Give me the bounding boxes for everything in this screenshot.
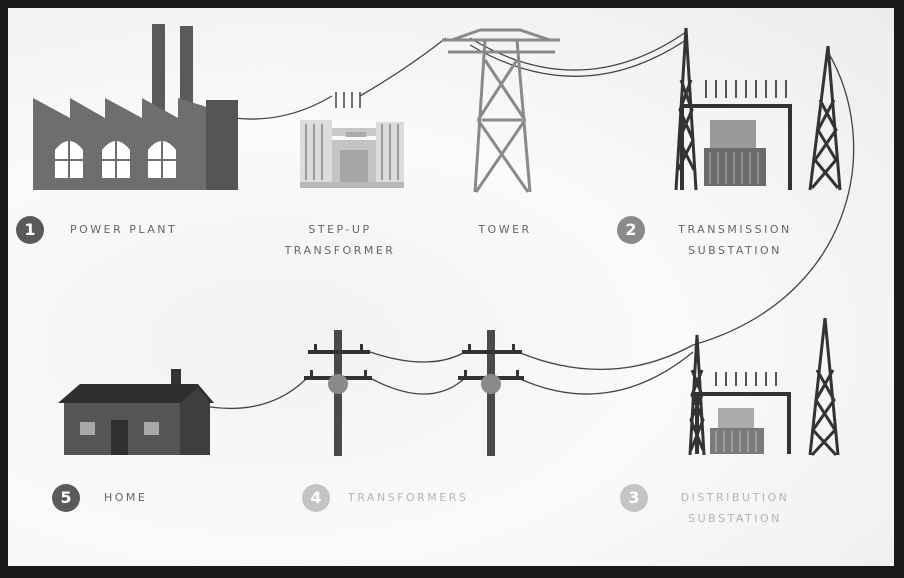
transmission-label-line2: SUBSTATION — [688, 244, 782, 257]
wire-pole-to-pole-b — [369, 377, 466, 395]
distribution-substation-label: DISTRIBUTION SUBSTATION — [665, 487, 805, 529]
home-label: HOME — [104, 491, 148, 504]
step-1-badge: 1 — [16, 216, 44, 244]
step-up-label-line2: TRANSFORMER — [284, 244, 396, 257]
distribution-label-line1: DISTRIBUTION — [680, 491, 790, 504]
power-plant-icon — [33, 24, 238, 190]
step-3-badge: 3 — [620, 484, 648, 512]
wire-plant-to-stepup — [233, 95, 333, 120]
transmission-substation-label: TRANSMISSION SUBSTATION — [662, 219, 808, 261]
step-2-badge: 2 — [617, 216, 645, 244]
wire-pole-to-pole-a — [369, 351, 466, 363]
step-up-label-line1: STEP-UP — [308, 223, 372, 236]
utility-pole-right-icon — [458, 330, 524, 456]
distribution-substation-icon — [688, 317, 840, 457]
utility-pole-left-icon — [304, 330, 372, 456]
wire-tower-to-substation-b — [469, 39, 687, 77]
distribution-label-line2: SUBSTATION — [688, 512, 782, 525]
step-4-badge: 4 — [302, 484, 330, 512]
transmission-tower-icon — [442, 28, 560, 193]
step-up-transformer-label: STEP-UP TRANSFORMER — [270, 219, 410, 261]
wire-pole-to-home — [209, 377, 308, 410]
step-up-transformer-icon — [300, 92, 404, 188]
home-icon — [58, 369, 214, 455]
transmission-label-line1: TRANSMISSION — [678, 223, 792, 236]
tower-label: TOWER — [478, 223, 532, 236]
power-plant-label: POWER PLANT — [70, 223, 178, 236]
transformers-label: TRANSFORMERS — [348, 491, 469, 504]
wire-transmission-to-distribution — [692, 51, 855, 346]
step-5-badge: 5 — [52, 484, 80, 512]
wire-distribution-to-pole-a — [517, 344, 694, 370]
wire-stepup-to-tower — [359, 37, 447, 97]
wire-distribution-to-pole-b — [517, 351, 694, 395]
transmission-substation-icon — [674, 27, 842, 191]
